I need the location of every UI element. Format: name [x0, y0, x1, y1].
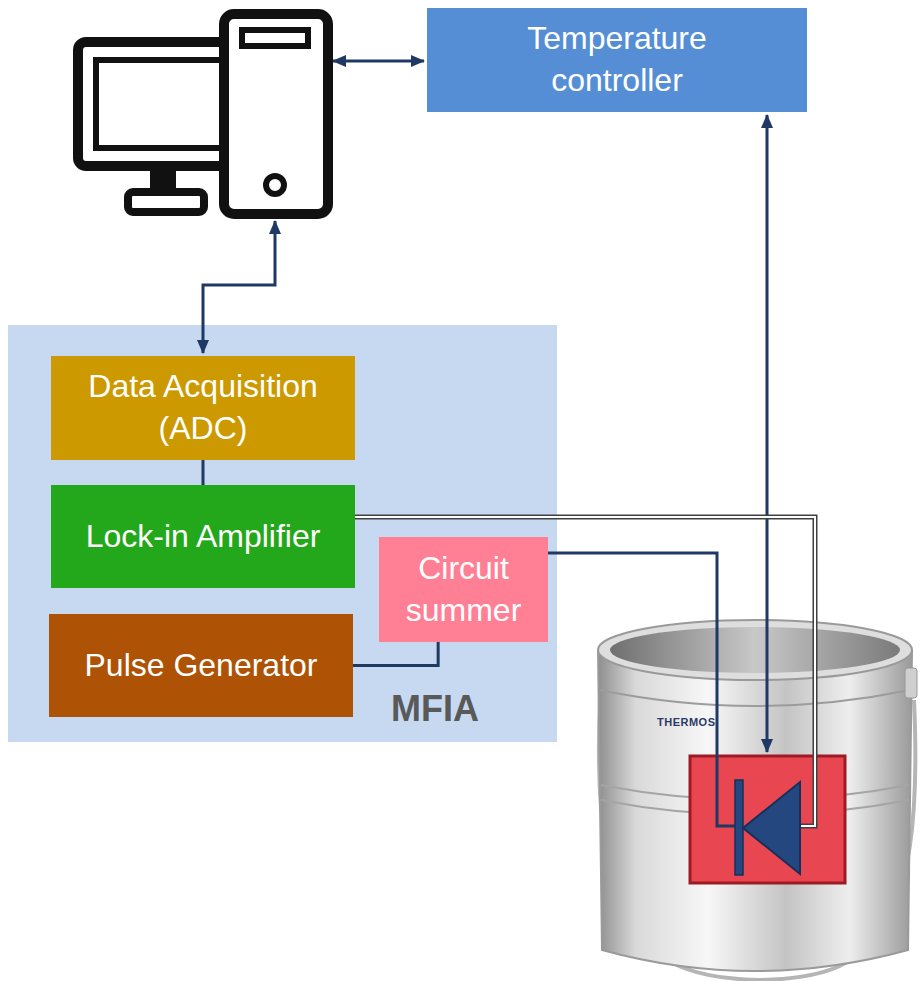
acquisition-box: Data Acquisition (ADC) — [51, 356, 355, 460]
panel-title: MFIA — [391, 687, 479, 730]
connector — [353, 642, 438, 666]
box-label: Lock-in Amplifier — [86, 516, 321, 558]
link-arrow — [203, 221, 275, 353]
box-label: Temperature controller — [482, 18, 752, 101]
label-holder: THERMOS — [657, 716, 716, 728]
amplifier-box: Lock-in Amplifier — [51, 485, 355, 588]
link-arrow — [333, 60, 424, 63]
sample-box — [690, 756, 845, 883]
thermos-illustration — [598, 620, 917, 980]
control-arrow — [766, 115, 769, 752]
summer-box: Circuit summer — [379, 537, 548, 642]
computer-icon — [78, 14, 328, 214]
box-label: Pulse Generator — [84, 645, 317, 687]
coax-wire — [355, 517, 815, 826]
brand-label: THERMOS — [657, 716, 716, 728]
box-label: Circuit summer — [389, 548, 538, 631]
diode-symbol — [735, 780, 800, 875]
connector — [202, 460, 205, 485]
controller-box: Temperature controller — [427, 8, 807, 112]
panel-background — [8, 325, 557, 742]
instrument-panel: MFIA Data Acquisition (ADC) Lock-in Amplif… — [8, 325, 557, 742]
box-label: Data Acquisition (ADC) — [68, 366, 338, 449]
generator-box: Pulse Generator — [49, 614, 353, 717]
signal-wire — [544, 553, 738, 826]
